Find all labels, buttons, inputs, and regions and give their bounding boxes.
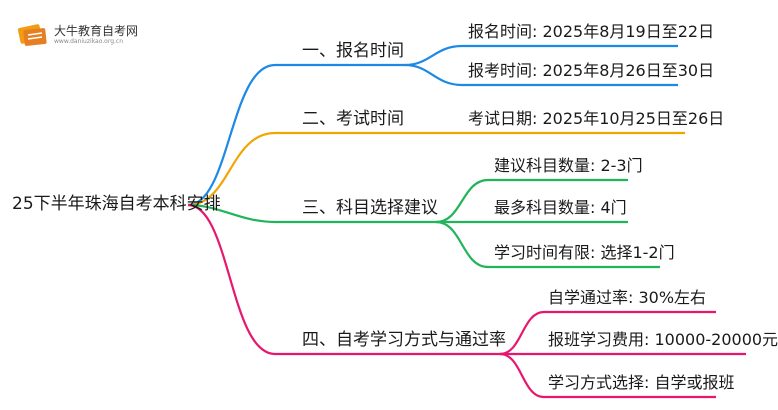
branch-1-label: 一、报名时间 [302, 41, 404, 61]
branch-3-label: 三、科目选择建议 [302, 198, 438, 218]
branch-3-leaf-2: 最多科目数量: 4门 [494, 198, 627, 217]
connector-b4-leaf-3 [499, 352, 545, 399]
branch-2-label: 二、考试时间 [302, 109, 404, 129]
connector-b3-leaf-3 [435, 220, 489, 269]
branch-3-leaf-3: 学习时间有限: 选择1-2门 [494, 243, 675, 262]
branch-4-leaf-1: 自学通过率: 30%左右 [548, 288, 707, 307]
connector-root-branch-4 [187, 203, 276, 356]
connector-b3-leaf-1 [435, 178, 489, 224]
branch-1-leaf-1: 报名时间: 2025年8月19日至22日 [468, 22, 715, 41]
connector-root-branch-2 [187, 131, 276, 207]
branch-1-leaf-2: 报考时间: 2025年8月26日至30日 [468, 61, 715, 80]
connector-root-branch-3 [187, 203, 276, 224]
site-logo [16, 20, 166, 50]
logo-title: 大牛教育自考网 [54, 24, 139, 38]
connectors [187, 44, 746, 399]
book-icon [17, 24, 47, 46]
mind-map: 大牛教育自考网 www.daniuzikao.org.cn 25下 [12, 20, 778, 399]
logo-url: www.daniuzikao.org.cn [54, 38, 124, 45]
connector-root-branch-1 [187, 63, 276, 207]
root-topic: 25下半年珠海自考本科安排 [12, 194, 221, 214]
connector-b1-leaf-2 [404, 63, 463, 87]
branch-4-label: 四、自考学习方式与通过率 [302, 330, 506, 350]
branch-4-leaf-3: 学习方式选择: 自学或报班 [548, 373, 735, 392]
branch-4-leaf-2: 报班学习费用: 10000-20000元 [548, 330, 778, 349]
connector-b4-leaf-1 [499, 310, 545, 356]
branch-3-leaf-1: 建议科目数量: 2-3门 [494, 156, 643, 175]
connector-b1-leaf-1 [404, 44, 463, 67]
branch-2-leaf-1: 考试日期: 2025年10月25日至26日 [468, 109, 725, 128]
